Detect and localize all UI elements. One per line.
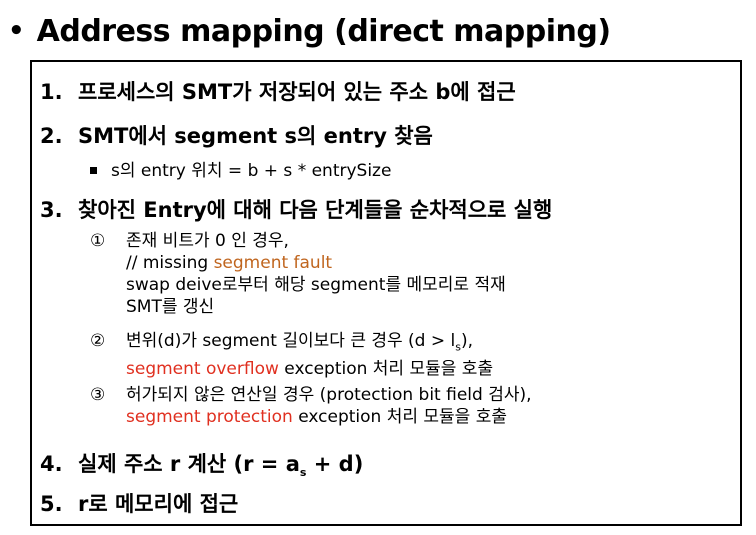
step-text: 실제 주소 r 계산 (r = as + d) bbox=[78, 448, 363, 479]
circled-number: ① bbox=[90, 231, 106, 251]
substep-2-action: exception 처리 모듈을 호출 bbox=[278, 359, 494, 380]
title-text: Address mapping (direct mapping) bbox=[36, 13, 611, 49]
segment-fault-text: segment fault bbox=[213, 253, 333, 273]
segment-overflow-text: segment overflow bbox=[126, 359, 279, 380]
step-number: 1. bbox=[40, 80, 63, 104]
substep-2-line-1: 변위(d)가 segment 길이보다 큰 경우 (d > ls), bbox=[126, 330, 493, 358]
substep-3-action: exception 처리 모듈을 호출 bbox=[292, 407, 507, 427]
subscript-s: s bbox=[455, 340, 461, 354]
substep-1-line-2: // missing segment fault bbox=[126, 252, 506, 274]
step-number: 2. bbox=[40, 124, 63, 148]
content-box bbox=[30, 60, 742, 526]
step-1: 1. 프로세스의 SMT가 저장되어 있는 주소 b에 접근 bbox=[40, 76, 516, 106]
step-2-detail-text: s의 entry 위치 = b + s * entrySize bbox=[111, 161, 392, 181]
substep-2-condition: 변위(d)가 segment 길이보다 큰 경우 (d > l bbox=[126, 331, 456, 351]
missing-comment: // missing bbox=[126, 253, 214, 273]
step-text: 찾아진 Entry에 대해 다음 단계들을 순차적으로 실행 bbox=[78, 198, 553, 222]
substep-1-line-4: SMT를 갱신 bbox=[126, 297, 215, 317]
step-text: SMT에서 segment s의 entry 찾음 bbox=[78, 124, 433, 148]
segment-protection-text: segment protection bbox=[126, 407, 293, 427]
circled-number: ③ bbox=[90, 385, 106, 405]
subscript-s: s bbox=[299, 466, 307, 480]
step-text: r로 메모리에 접근 bbox=[78, 492, 239, 516]
slide-title: • Address mapping (direct mapping) bbox=[8, 6, 611, 56]
step-number: 4. bbox=[40, 452, 63, 476]
step-4-formula-end: + d) bbox=[306, 452, 364, 476]
step-2-detail: s의 entry 위치 = b + s * entrySize bbox=[90, 156, 391, 181]
circled-number: ② bbox=[90, 331, 106, 351]
substep-1-line-3: swap deive로부터 해당 segment를 메모리로 적재 bbox=[126, 275, 506, 295]
step-4: 4. 실제 주소 r 계산 (r = as + d) bbox=[40, 448, 363, 479]
substep-3-line-2: segment protection exception 처리 모듈을 호출 bbox=[126, 406, 532, 428]
step-number: 3. bbox=[40, 198, 63, 222]
step-text: 프로세스의 SMT가 저장되어 있는 주소 b에 접근 bbox=[78, 80, 516, 104]
substep-2-line-2: segment overflow exception 처리 모듈을 호출 bbox=[126, 358, 493, 380]
step-number: 5. bbox=[40, 492, 63, 516]
substep-2-condition-end: ), bbox=[460, 331, 474, 351]
square-bullet-icon bbox=[90, 167, 97, 174]
substep-1-line-1: 존재 비트가 0 인 경우, bbox=[126, 231, 289, 251]
step-4-formula-start: 실제 주소 r 계산 (r = a bbox=[78, 452, 300, 476]
title-bullet: • bbox=[8, 16, 25, 46]
step-5: 5. r로 메모리에 접근 bbox=[40, 488, 238, 518]
step-3: 3. 찾아진 Entry에 대해 다음 단계들을 순차적으로 실행 bbox=[40, 194, 552, 224]
step-2: 2. SMT에서 segment s의 entry 찾음 bbox=[40, 120, 433, 150]
substep-3-line-1: 허가되지 않은 연산일 경우 (protection bit field 검사)… bbox=[126, 385, 532, 405]
